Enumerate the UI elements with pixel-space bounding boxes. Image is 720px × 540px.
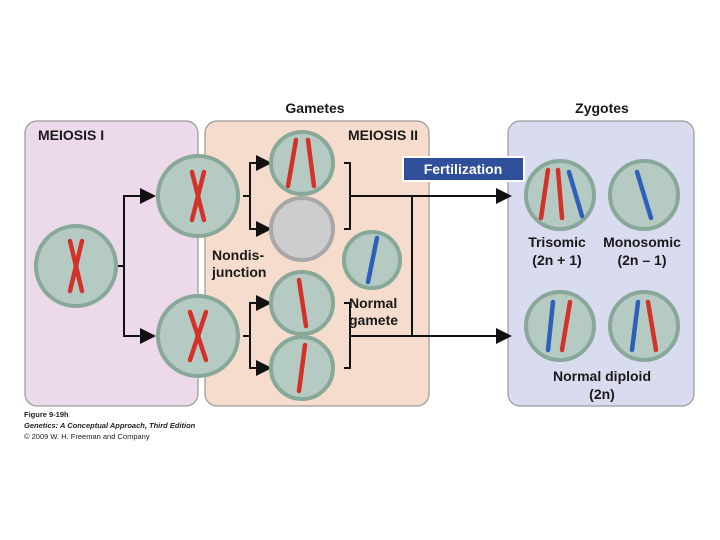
monosomic-label: Monosomic	[603, 234, 681, 250]
trisomic-formula: (2n + 1)	[532, 252, 581, 268]
zygote-monosomic	[608, 159, 680, 231]
fertilization-box	[402, 156, 525, 182]
meiosis1-top-cell	[156, 154, 240, 238]
normal-gamete-label-line2: gamete	[349, 312, 398, 328]
parent-cell	[34, 224, 118, 308]
gamete-two-chromosomes	[269, 130, 335, 196]
fertilization-label: Fertilization	[424, 161, 503, 177]
gametes-header: Gametes	[285, 100, 344, 116]
copyright: © 2009 W. H. Freeman and Company	[24, 432, 150, 441]
connector-lines	[118, 155, 512, 376]
gamete-normal-lower	[269, 335, 335, 401]
gamete-normal-upper	[269, 270, 335, 336]
normal-gamete-blue	[342, 230, 402, 290]
zygotes-header: Zygotes	[575, 100, 629, 116]
meiosis1-bottom-cell	[156, 294, 240, 378]
normal-diploid-label: Normal diploid	[553, 368, 651, 384]
figure-number: Figure 9-19h	[24, 410, 69, 419]
monosomic-formula: (2n – 1)	[617, 252, 666, 268]
book-title: Genetics: A Conceptual Approach, Third E…	[24, 421, 196, 430]
meiosis2-title: MEIOSIS II	[348, 127, 418, 143]
nondisjunction-label-line1: Nondis-	[212, 247, 264, 263]
normal-diploid-formula: (2n)	[589, 386, 615, 402]
gamete-empty	[269, 196, 335, 262]
nondisjunction-label-line2: junction	[211, 264, 266, 280]
trisomic-label: Trisomic	[528, 234, 586, 250]
meiosis2-panel	[204, 120, 430, 407]
zygote-trisomic	[524, 159, 596, 231]
zygote-diploid-right	[608, 290, 680, 362]
zygote-diploid-left	[524, 290, 596, 362]
meiosis1-title: MEIOSIS I	[38, 127, 104, 143]
normal-gamete-label-line1: Normal	[349, 295, 397, 311]
